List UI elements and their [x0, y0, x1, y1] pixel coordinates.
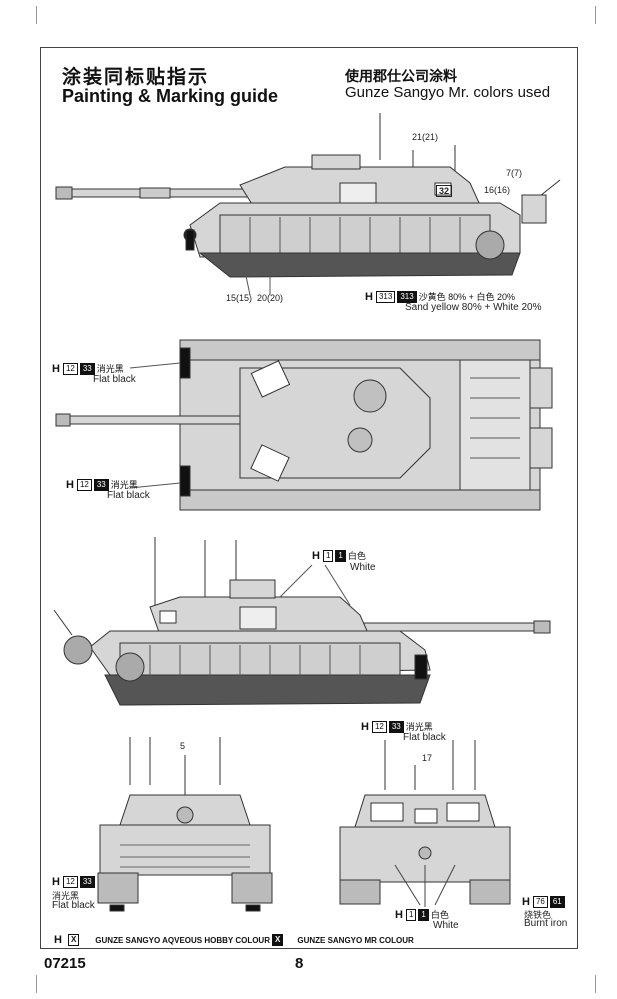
paint-name-en-white-2: White	[433, 920, 459, 931]
crop-mark	[22, 6, 37, 24]
paint-box-a: 1	[405, 908, 417, 921]
tank-rear-view	[339, 740, 511, 907]
callout-20: 20(20)	[257, 293, 284, 303]
paint-name-en-burnt-iron: Burnt iron	[524, 918, 568, 929]
paint-box-a: 12	[371, 720, 387, 733]
crop-mark	[595, 6, 610, 24]
product-number: 07215	[44, 955, 86, 972]
paint-box-a: 12	[76, 478, 92, 491]
crop-mark	[22, 975, 37, 993]
title-english: Painting & Marking guide	[62, 86, 279, 106]
footer-legend-aqueous: H X GUNZE SANGYO AQVEOUS HOBBY COLOUR	[54, 934, 270, 946]
paint-box-b: 313	[397, 290, 417, 303]
callout-7: 7(7)	[506, 168, 523, 178]
paint-brand-h: H	[395, 908, 403, 921]
paint-code-flat-black-4: H 12 33	[52, 876, 95, 888]
paint-brand-h: H	[312, 549, 320, 562]
paint-box-b: 1	[335, 549, 346, 562]
paint-name-en-flat-black-2: Flat black	[107, 490, 150, 501]
colors-used-english: Gunze Sangyo Mr. colors used	[345, 84, 551, 101]
callout-15: 15(15)	[226, 293, 253, 303]
paint-name-en-flat-black-1: Flat black	[93, 374, 136, 385]
callout-16: 16(16)	[484, 185, 511, 195]
paint-code-white-1: H 1 1 白色	[312, 549, 366, 562]
paint-box-b: 33	[388, 720, 404, 733]
footer-legend-mr: X GUNZE SANGYO MR COLOUR	[272, 934, 414, 946]
paint-box-a: 76	[532, 896, 548, 908]
paint-box-b: 1	[418, 908, 429, 921]
paint-code-flat-black-1: H 12 33 消光黑	[52, 362, 124, 375]
callout-21: 21(21)	[412, 132, 439, 142]
paint-brand-h: H	[522, 896, 530, 908]
paint-brand-h: H	[365, 290, 373, 303]
guide-frame	[40, 47, 578, 949]
paint-box-a: 12	[62, 876, 78, 888]
legend-box: X	[67, 934, 80, 946]
paint-name-cn: 消光黑	[96, 364, 124, 374]
paint-name-cn: 白色	[430, 910, 449, 920]
paint-code-white-2: H 1 1 白色	[395, 908, 449, 921]
paint-brand-h: H	[52, 876, 60, 888]
paint-name-cn-burnt-iron: 烧铁色	[524, 910, 552, 920]
paint-brand-h: H	[66, 478, 74, 491]
paint-brand-h: H	[52, 362, 60, 375]
legend-aqueous-label: GUNZE SANGYO AQVEOUS HOBBY COLOUR	[95, 935, 270, 945]
turret-number-marking: 32	[436, 185, 453, 197]
paint-name-cn: 消光黑	[110, 480, 138, 490]
legend-box: X	[272, 934, 284, 946]
paint-box-a: 313	[375, 290, 396, 303]
callout-17: 17	[422, 753, 433, 763]
colors-used-chinese: 使用郡仕公司涂料	[345, 68, 457, 84]
paint-box-b: 33	[79, 362, 95, 375]
paint-code-burnt-iron: H 76 61	[522, 896, 565, 908]
crop-mark	[595, 975, 610, 993]
legend-h: H	[54, 934, 62, 946]
page-number: 8	[295, 955, 304, 972]
title-chinese: 涂装同标贴指示	[62, 67, 210, 88]
paint-name-en-sand: Sand yellow 80% + White 20%	[405, 302, 542, 313]
paint-name-cn-flat-black-4: 消光黑	[52, 891, 80, 901]
paint-box-b: 33	[79, 876, 95, 888]
tank-side-view-left	[55, 113, 561, 296]
paint-name-en-flat-black-4: Flat black	[52, 900, 95, 911]
paint-box-b: 61	[549, 896, 565, 908]
tank-front-view	[97, 737, 273, 912]
paint-code-sand: H 313 313 沙黄色 80% + 白色 20%	[365, 290, 515, 303]
paint-name-en-white-1: White	[350, 562, 376, 573]
paint-name-cn: 沙黄色 80% + 白色 20%	[418, 292, 515, 302]
paint-box-b: 33	[93, 478, 109, 491]
tank-top-view	[55, 339, 553, 511]
paint-box-a: 12	[62, 362, 78, 375]
paint-name-cn: 消光黑	[405, 722, 433, 732]
paint-name-cn: 白色	[347, 551, 366, 561]
paint-code-flat-black-2: H 12 33 消光黑	[66, 478, 138, 491]
paint-code-flat-black-3: H 12 33 消光黑	[361, 720, 433, 733]
paint-name-en-flat-black-3: Flat black	[403, 732, 446, 743]
legend-mr-label: GUNZE SANGYO MR COLOUR	[297, 935, 414, 945]
callout-5: 5	[180, 741, 186, 751]
paint-box-a: 1	[322, 549, 334, 562]
tank-side-view-right	[53, 537, 551, 706]
paint-brand-h: H	[361, 720, 369, 733]
